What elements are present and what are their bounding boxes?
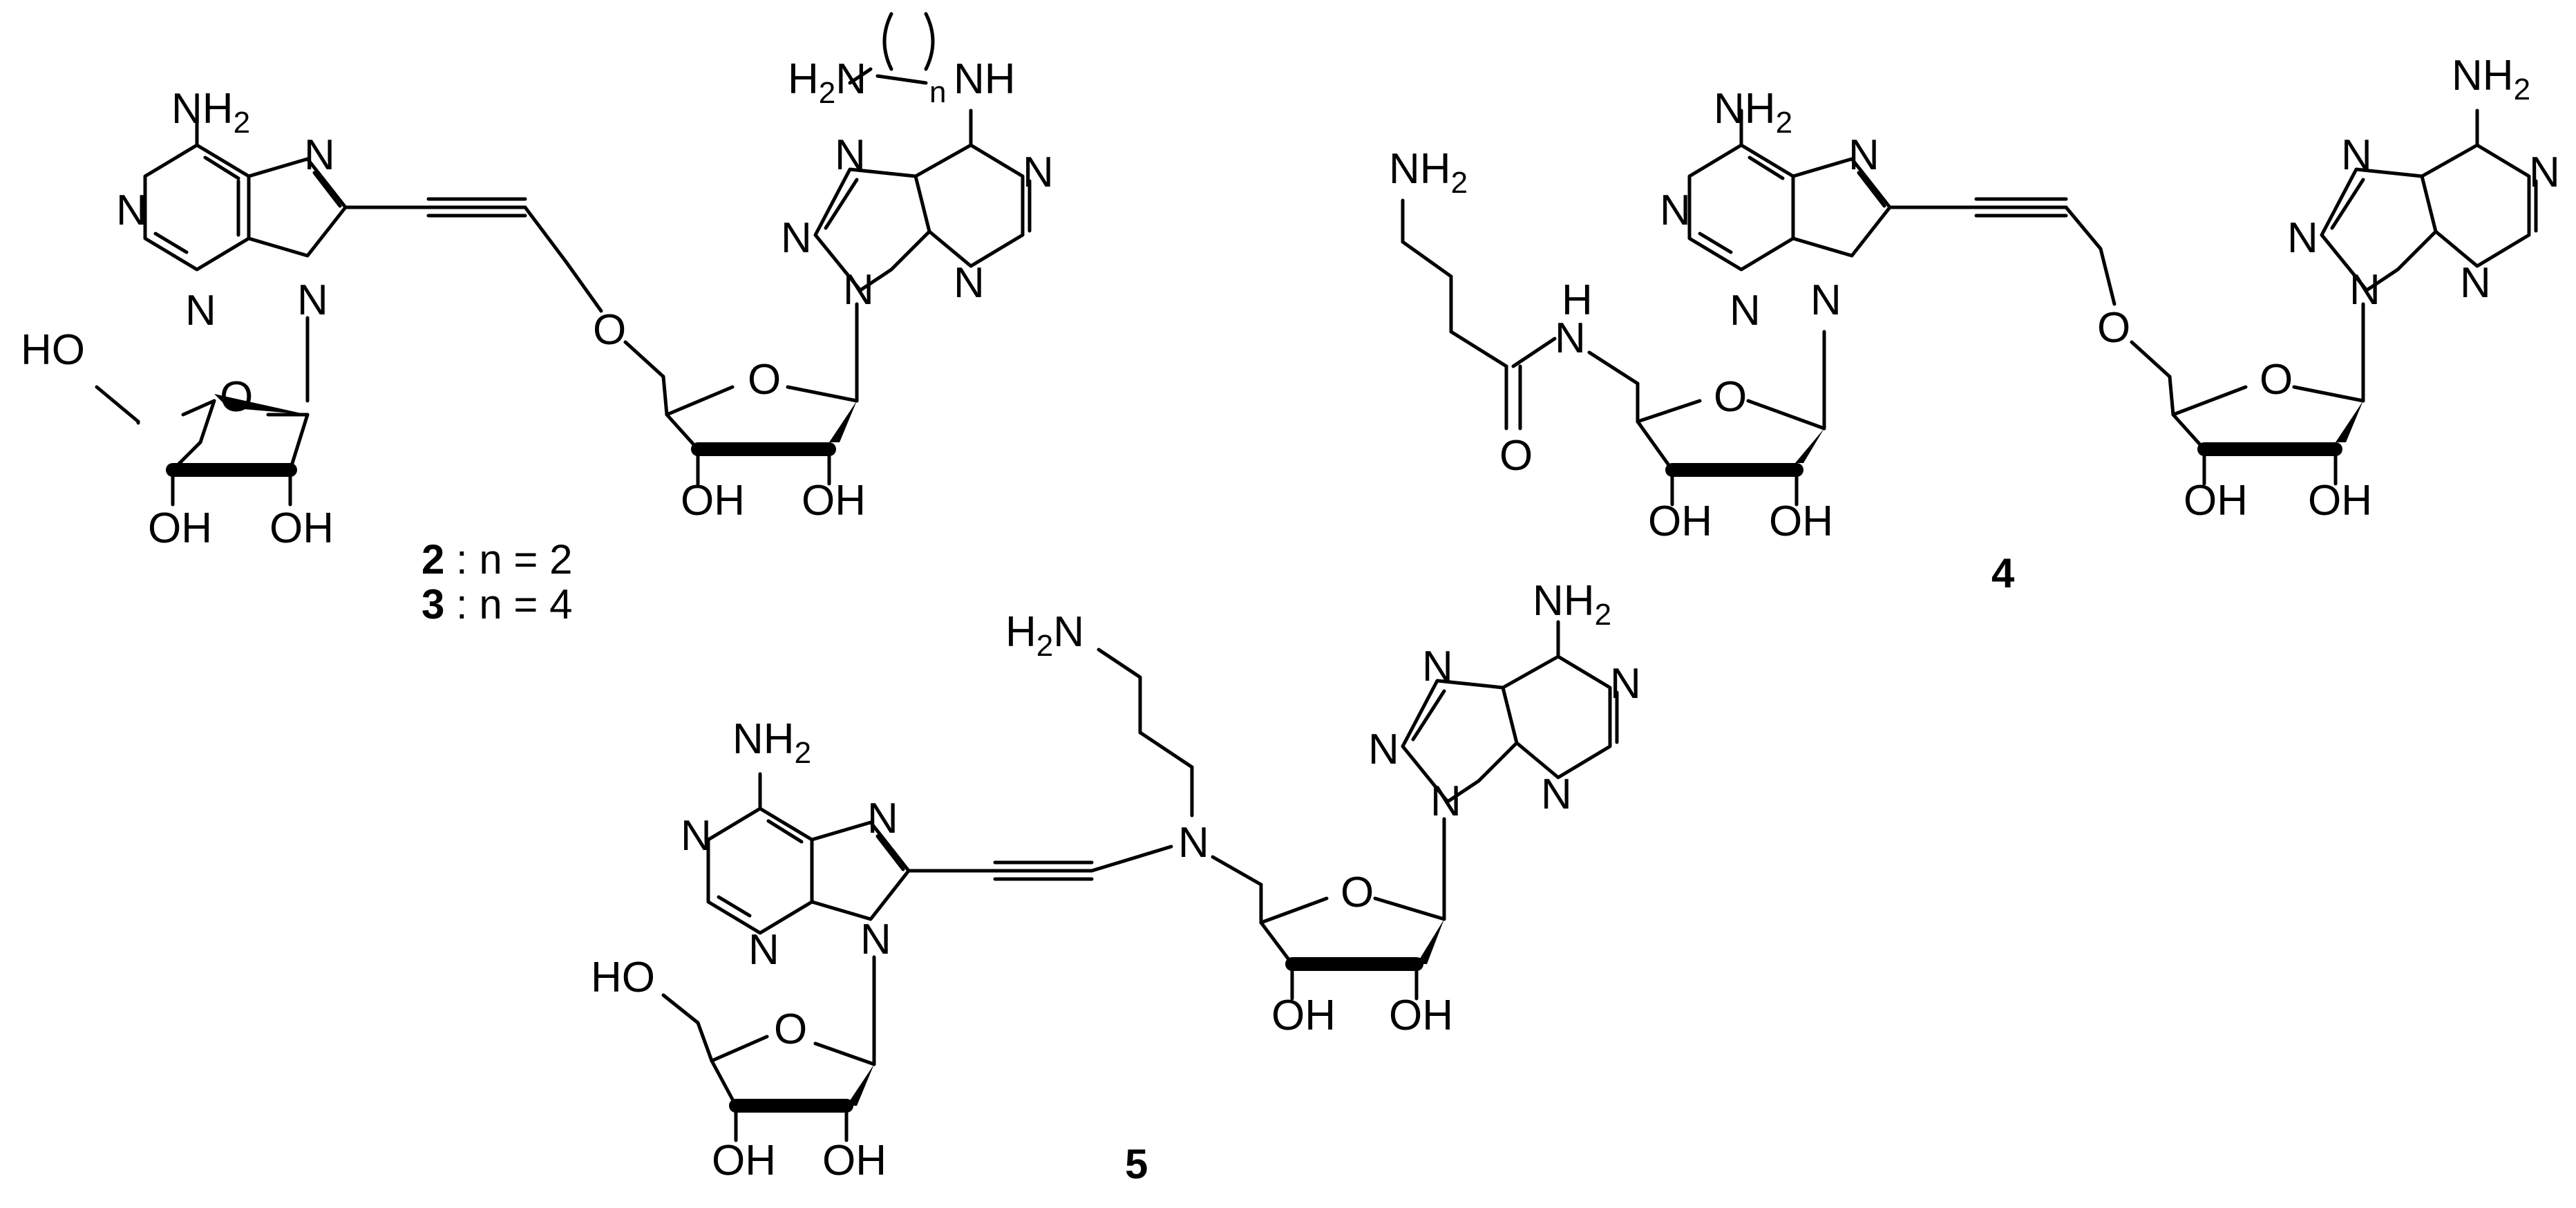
o-ether-label: O — [2097, 304, 2130, 352]
oh-label: OH — [269, 504, 334, 552]
ring-o-label: O — [774, 1006, 807, 1053]
n-label: N — [681, 812, 712, 860]
nh2-label: NH2 — [1714, 85, 1792, 140]
ring-o-label: O — [2260, 356, 2293, 404]
nh2-label: NH2 — [171, 85, 250, 140]
compound-4-structure: NH2 O N H O OH OH NH2 N N N N — [1389, 52, 2560, 596]
right-adenine — [813, 108, 1032, 292]
compound-4-caption: 4 — [1991, 550, 2015, 596]
n-label: N — [835, 131, 866, 179]
n-label: N — [1730, 287, 1761, 334]
n-label: N — [1422, 643, 1453, 690]
nh2-label: NH2 — [1533, 577, 1611, 632]
compound-2-caption: 2 : n = 2 — [422, 536, 573, 583]
o-ether-label: O — [593, 306, 626, 354]
ring-o-label: O — [220, 373, 253, 421]
compound-2-3-structure: NH2 N N N N O O HO OH O — [21, 12, 1054, 627]
n-label: N — [2287, 214, 2318, 262]
nh2-label: NH2 — [2452, 52, 2530, 106]
n9-label: N — [1430, 777, 1461, 825]
n-label: N — [748, 926, 779, 974]
nh2-label: NH2 — [1389, 145, 1468, 200]
nh-amide-label: N — [1555, 314, 1586, 362]
oh-label: OH — [148, 504, 212, 552]
o-carbonyl-label: O — [1499, 432, 1533, 480]
ring-o-label: O — [1714, 373, 1747, 421]
n-label: N — [1023, 149, 1054, 196]
n9-label: N — [843, 266, 874, 314]
n-label: N — [1660, 187, 1691, 234]
compound-3-caption: 3 : n = 4 — [422, 581, 573, 627]
oh-label: OH — [802, 477, 866, 525]
nh2-label: NH2 — [732, 715, 811, 770]
h-label: H — [1562, 276, 1593, 324]
h2n-label: H2N — [788, 55, 866, 110]
compound-5-caption: 5 — [1125, 1141, 1148, 1187]
right-ribose — [661, 302, 859, 486]
n-label: N — [1368, 726, 1399, 773]
n-label: N — [1541, 771, 1572, 818]
n-label: N — [1610, 660, 1641, 708]
n-label: N — [2460, 259, 2491, 307]
ho-label: HO — [21, 326, 85, 374]
n-subscript: n — [929, 75, 946, 109]
n-label: N — [116, 187, 147, 234]
n9-label: N — [860, 916, 891, 963]
oh-label: OH — [1648, 498, 1712, 545]
n9-label: N — [2349, 266, 2380, 314]
n-label: N — [954, 259, 985, 307]
oh-label: OH — [1769, 498, 1833, 545]
nh-label: NH — [954, 55, 1016, 103]
left-ribose — [95, 316, 310, 507]
ring-o-label: O — [1341, 869, 1374, 916]
n-label: N — [304, 131, 335, 179]
n-label: N — [185, 287, 216, 334]
oh-label: OH — [1389, 992, 1453, 1039]
n-label: N — [2341, 131, 2372, 179]
oh-label: OH — [822, 1137, 887, 1185]
oh-label: OH — [2308, 477, 2372, 525]
n-amine-label: N — [1178, 819, 1209, 867]
oh-label: OH — [2184, 477, 2248, 525]
n9-label: N — [1810, 276, 1841, 324]
n-label: N — [1848, 131, 1879, 179]
n-label: N — [867, 795, 898, 842]
oh-label: OH — [712, 1137, 776, 1185]
n-label: N — [781, 214, 812, 262]
oh-label: OH — [1271, 992, 1336, 1039]
n9-label: N — [297, 276, 328, 324]
oh-label: OH — [681, 477, 745, 525]
ho-label: HO — [591, 954, 655, 1001]
ring-o-label: O — [748, 356, 781, 404]
compound-5-structure: NH2 N N N N O HO OH OH N H2N — [591, 577, 1641, 1187]
n-label: N — [2529, 149, 2560, 196]
h2n-label: H2N — [1005, 608, 1084, 663]
